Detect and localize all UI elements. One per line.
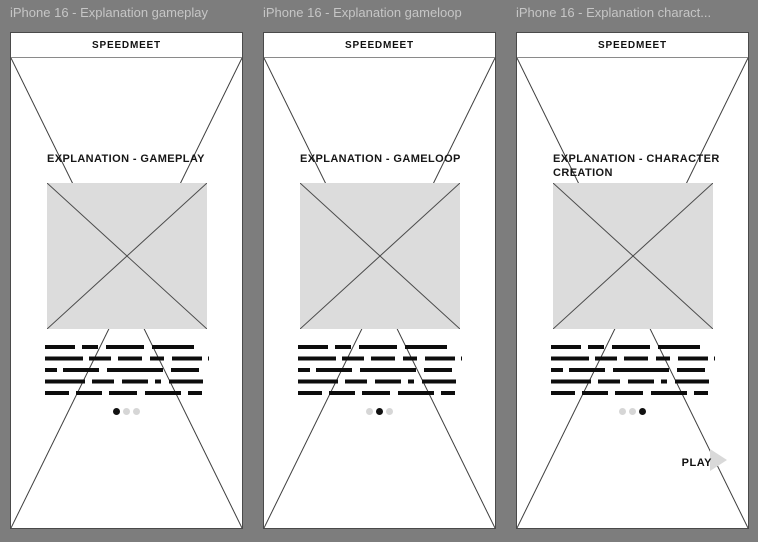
pagination-dots: [264, 408, 495, 415]
pagination-dot-active[interactable]: [113, 408, 120, 415]
play-button[interactable]: PLAY: [681, 449, 727, 471]
pagination-dot[interactable]: [366, 408, 373, 415]
pagination-dot-active[interactable]: [639, 408, 646, 415]
pagination-dots: [517, 408, 748, 415]
app-header: SPEEDMEET: [264, 33, 495, 58]
image-placeholder: [553, 183, 713, 329]
placeholder-text-scribble: [551, 345, 715, 395]
frame-label[interactable]: iPhone 16 - Explanation charact...: [516, 5, 712, 20]
pagination-dot[interactable]: [619, 408, 626, 415]
app-title: SPEEDMEET: [598, 39, 667, 51]
play-button-label: PLAY: [681, 457, 712, 469]
image-placeholder-x-icon: [300, 183, 460, 329]
screen-title: EXPLANATION - GAMELOOP: [300, 153, 461, 165]
pagination-dot[interactable]: [133, 408, 140, 415]
image-placeholder-x-icon: [47, 183, 207, 329]
pagination-dot-active[interactable]: [376, 408, 383, 415]
phone-frame[interactable]: SPEEDMEET EXPLANATION - CHARACTER CREATI…: [516, 32, 749, 529]
app-title: SPEEDMEET: [345, 39, 414, 51]
screen-title: EXPLANATION - GAMEPLAY: [47, 153, 205, 165]
phone-frame[interactable]: SPEEDMEET EXPLANATION - GAMEPLAY: [10, 32, 243, 529]
pagination-dot[interactable]: [386, 408, 393, 415]
placeholder-text-scribble: [45, 345, 209, 395]
frame-label[interactable]: iPhone 16 - Explanation gameloop: [263, 5, 462, 20]
frame-group-explanation-gameplay: iPhone 16 - Explanation gameplay SPEEDME…: [10, 4, 243, 529]
app-header: SPEEDMEET: [11, 33, 242, 58]
pagination-dot[interactable]: [123, 408, 130, 415]
play-arrow-icon: [710, 449, 727, 471]
pagination-dot[interactable]: [629, 408, 636, 415]
frame-content: EXPLANATION - GAMEPLAY: [11, 58, 242, 528]
app-header: SPEEDMEET: [517, 33, 748, 58]
frame-group-explanation-gameloop: iPhone 16 - Explanation gameloop SPEEDME…: [263, 4, 496, 529]
placeholder-text-scribble: [298, 345, 462, 395]
frame-content: EXPLANATION - GAMELOOP: [264, 58, 495, 528]
phone-frame[interactable]: SPEEDMEET EXPLANATION - GAMELOOP: [263, 32, 496, 529]
image-placeholder: [300, 183, 460, 329]
image-placeholder-x-icon: [553, 183, 713, 329]
frame-group-explanation-character-creation: iPhone 16 - Explanation charact... SPEED…: [516, 4, 749, 529]
app-title: SPEEDMEET: [92, 39, 161, 51]
frame-content: EXPLANATION - CHARACTER CREATION PLAY: [517, 58, 748, 528]
screen-title: EXPLANATION - CHARACTER CREATION: [553, 153, 720, 179]
frame-label[interactable]: iPhone 16 - Explanation gameplay: [10, 5, 209, 20]
pagination-dots: [11, 408, 242, 415]
image-placeholder: [47, 183, 207, 329]
